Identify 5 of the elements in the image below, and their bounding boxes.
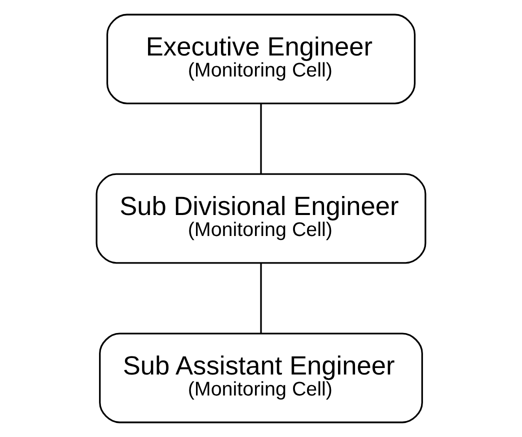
node-box: Sub Assistant Engineer (Monitoring Cell) — [99, 332, 423, 424]
connector — [260, 104, 262, 174]
node-box: Sub Divisional Engineer (Monitoring Cell) — [96, 173, 426, 264]
node-box: Executive Engineer (Monitoring Cell) — [106, 14, 416, 104]
connector — [260, 263, 262, 334]
